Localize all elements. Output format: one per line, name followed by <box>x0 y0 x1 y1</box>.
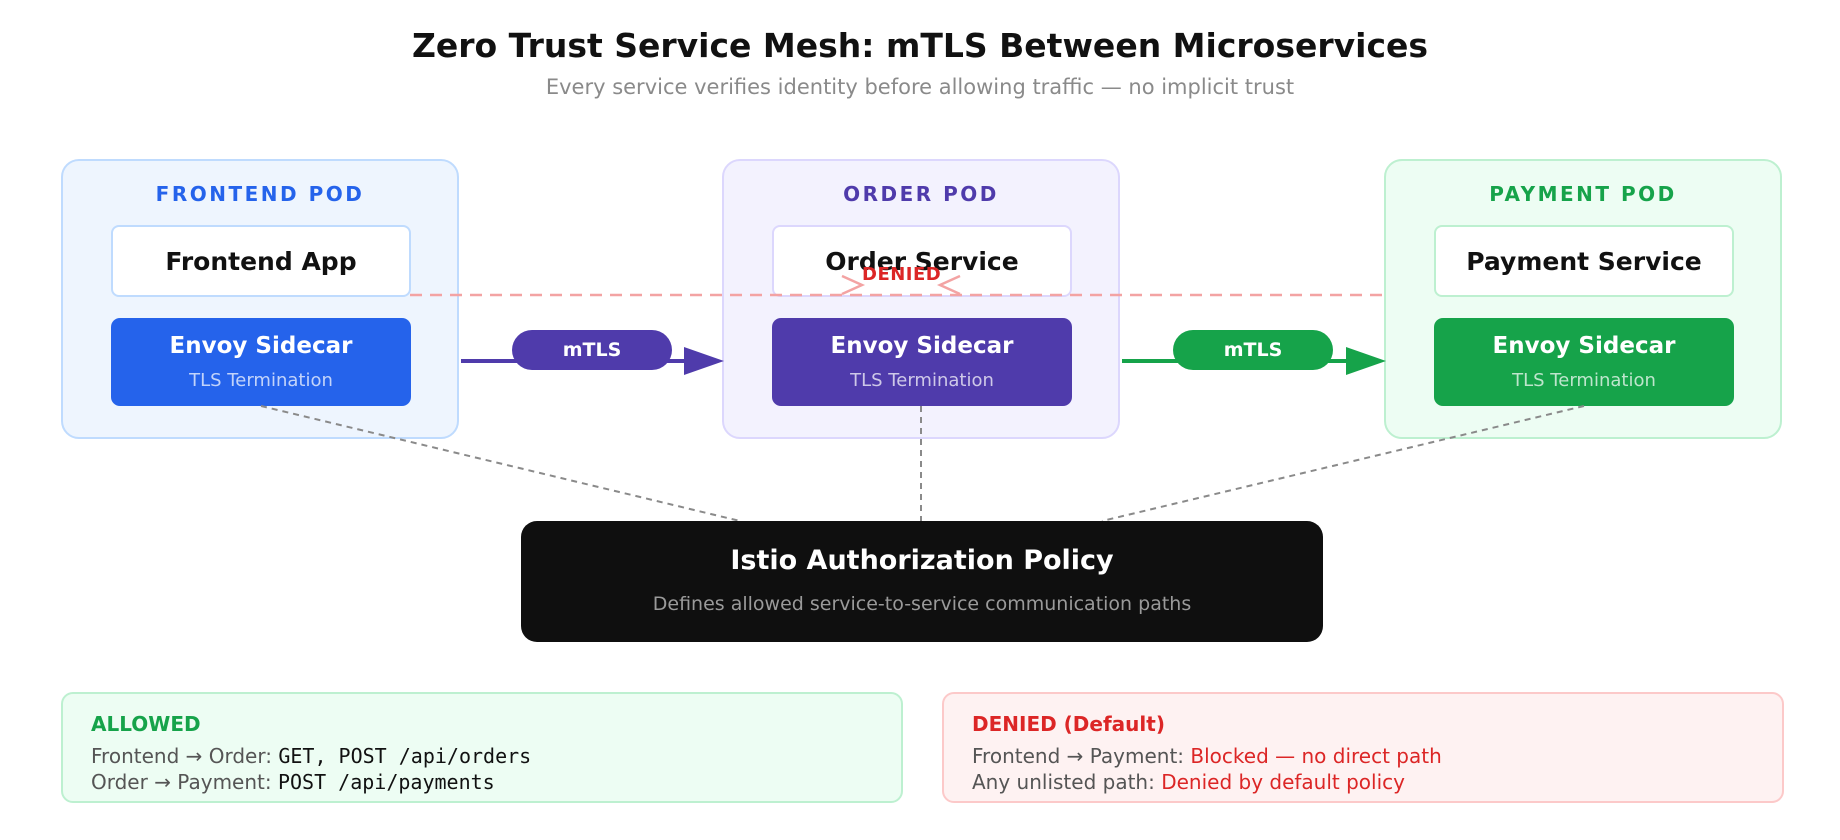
istio-authorization-policy: Istio Authorization Policy Defines allow… <box>521 521 1323 642</box>
order-pod: ORDER POD Order Service Envoy Sidecar TL… <box>722 159 1120 439</box>
frontend-pod: FRONTEND POD Frontend App Envoy Sidecar … <box>61 159 459 439</box>
allowed-rules-box: ALLOWED Frontend → Order: GET, POST /api… <box>61 692 903 803</box>
policy-connector-payment <box>1101 405 1585 522</box>
payment-pod: PAYMENT POD Payment Service Envoy Sideca… <box>1384 159 1782 439</box>
denied-path-label: DENIED <box>862 264 942 285</box>
frontend-sidecar-subtitle: TLS Termination <box>189 370 333 391</box>
denied-rule-2: Any unlisted path: Denied by default pol… <box>972 770 1405 794</box>
denied-rule-2-reason: Denied by default policy <box>1161 770 1405 794</box>
denied-rule-1-reason: Blocked — no direct path <box>1190 744 1442 768</box>
order-service-label: Order Service <box>825 246 1019 276</box>
policy-connector-frontend <box>260 405 741 522</box>
denied-rule-1: Frontend → Payment: Blocked — no direct … <box>972 744 1442 768</box>
mtls-arrowhead-order-icon <box>684 347 724 375</box>
order-envoy-sidecar: Envoy Sidecar TLS Termination <box>772 318 1072 406</box>
payment-pod-label: PAYMENT POD <box>1489 182 1677 206</box>
denied-rules-title: DENIED (Default) <box>972 712 1165 736</box>
mtls-arrowhead-payment-icon <box>1346 347 1386 375</box>
allowed-rule-1-methods: GET, POST /api/orders <box>278 744 532 768</box>
policy-title: Istio Authorization Policy <box>730 545 1114 576</box>
mtls-badge-order-payment: mTLS <box>1173 330 1333 370</box>
payment-service-label: Payment Service <box>1466 246 1702 276</box>
allowed-rules-title: ALLOWED <box>91 712 201 736</box>
diagram-title: Zero Trust Service Mesh: mTLS Between Mi… <box>411 26 1429 65</box>
allowed-rule-1: Frontend → Order: GET, POST /api/orders <box>91 744 531 768</box>
order-sidecar-title: Envoy Sidecar <box>830 333 1014 359</box>
denied-rules-box: DENIED (Default) Frontend → Payment: Blo… <box>942 692 1784 803</box>
denied-rule-2-path: Any unlisted path: <box>972 770 1162 794</box>
payment-service-box: Payment Service <box>1434 225 1734 297</box>
order-pod-label: ORDER POD <box>843 182 999 206</box>
policy-description: Defines allowed service-to-service commu… <box>652 593 1192 615</box>
denied-arrow-left-icon <box>936 274 961 296</box>
diagram-subtitle: Every service verifies identity before a… <box>545 75 1295 99</box>
frontend-envoy-sidecar: Envoy Sidecar TLS Termination <box>111 318 411 406</box>
allowed-rule-2-methods: POST /api/payments <box>277 770 495 794</box>
allowed-rule-1-path: Frontend → Order: <box>91 744 279 768</box>
frontend-app-label: Frontend App <box>165 246 357 276</box>
mtls-badge-frontend-order: mTLS <box>512 330 672 370</box>
payment-envoy-sidecar: Envoy Sidecar TLS Termination <box>1434 318 1734 406</box>
frontend-app-box: Frontend App <box>111 225 411 297</box>
payment-sidecar-subtitle: TLS Termination <box>1512 370 1656 391</box>
allowed-rule-2: Order → Payment: POST /api/payments <box>91 770 495 794</box>
frontend-pod-label: FRONTEND POD <box>155 182 365 206</box>
order-service-box: Order Service <box>772 225 1072 297</box>
denied-arrow-right-icon <box>841 274 866 296</box>
order-sidecar-subtitle: TLS Termination <box>850 370 994 391</box>
payment-sidecar-title: Envoy Sidecar <box>1492 333 1676 359</box>
denied-rule-1-path: Frontend → Payment: <box>972 744 1191 768</box>
allowed-rule-2-path: Order → Payment: <box>91 770 278 794</box>
frontend-sidecar-title: Envoy Sidecar <box>169 333 353 359</box>
